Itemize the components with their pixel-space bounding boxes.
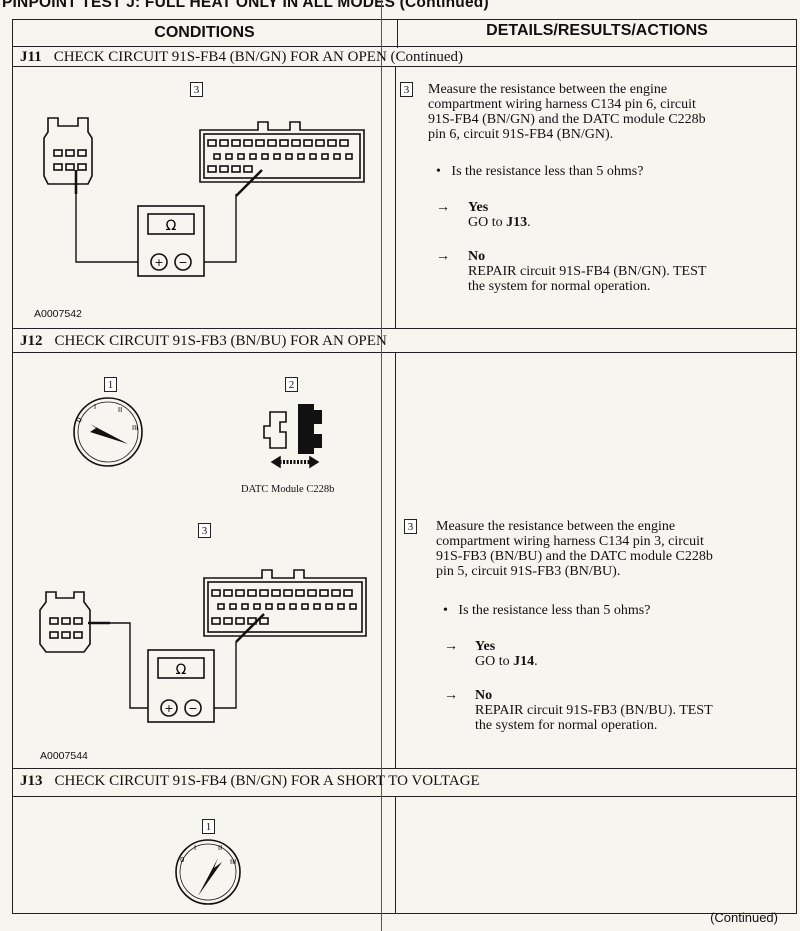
step-title: CHECK CIRCUIT 91S-FB4 (BN/GN) FOR A SHOR… <box>54 773 480 789</box>
no-arrow: → <box>436 249 450 264</box>
meter-minus: − <box>188 702 197 715</box>
j12-yes: Yes GO to J14. <box>475 639 538 669</box>
page-title: PINPOINT TEST J: FULL HEAT ONLY IN ALL M… <box>2 0 489 11</box>
datc-module-connector <box>199 121 365 183</box>
callout-1: 1 <box>104 377 117 392</box>
no-arrow: → <box>444 688 458 703</box>
svg-text:II: II <box>118 406 122 414</box>
j12-no: No REPAIR circuit 91S-FB3 (BN/BU). TEST … <box>475 688 713 733</box>
step-id: J13 <box>20 773 43 789</box>
svg-text:II: II <box>218 844 222 852</box>
j12-diagrams: 0 I II III Ω + − <box>39 397 367 723</box>
callout-1: 1 <box>202 819 215 834</box>
harness-connector-c134 <box>43 117 93 185</box>
step-title: CHECK CIRCUIT 91S-FB4 (BN/GN) FOR AN OPE… <box>53 49 464 65</box>
callout-3: 3 <box>190 82 203 97</box>
j12-top-rule <box>12 328 797 329</box>
j11-yes: Yes GO to J13. <box>468 200 531 230</box>
ignition-switch-icon <box>73 397 143 467</box>
callout-2: 2 <box>285 377 298 392</box>
conditions-header: CONDITIONS <box>154 24 255 41</box>
meter-plus: + <box>154 256 163 269</box>
harness-connector-c134 <box>39 591 91 653</box>
datc-disconnect-icon <box>263 411 287 449</box>
svg-text:I: I <box>94 403 96 411</box>
j11-no: No REPAIR circuit 91S-FB4 (BN/GN). TEST … <box>468 249 707 294</box>
meter-plus: + <box>164 702 173 715</box>
table-frame <box>12 19 797 914</box>
j12-rule <box>12 352 797 353</box>
svg-text:0: 0 <box>75 416 84 424</box>
datc-module-caption: DATC Module C228b <box>241 484 335 495</box>
figure-id: A0007542 <box>34 308 82 320</box>
disconnect-arrow-icon <box>270 455 320 469</box>
j12-heading: J12 CHECK CIRCUIT 91S-FB3 (BN/BU) FOR AN … <box>20 333 387 350</box>
j13-heading: J13 CHECK CIRCUIT 91S-FB4 (BN/GN) FOR A S… <box>20 773 480 790</box>
j13-rule <box>12 796 797 797</box>
datc-module-plug <box>298 404 322 454</box>
j11-meter-diagram: Ω + − <box>43 117 365 277</box>
yes-arrow: → <box>444 639 458 654</box>
ignition-switch-icon: 0 I II III <box>175 839 241 905</box>
svg-text:III: III <box>132 424 138 432</box>
step-title: CHECK CIRCUIT 91S-FB3 (BN/BU) FOR AN OPE… <box>54 333 387 349</box>
svg-text:III: III <box>230 858 236 866</box>
column-divider-head <box>397 19 398 48</box>
j12-instruction: Measure the resistance between the engin… <box>436 519 713 579</box>
svg-text:0: 0 <box>180 856 184 864</box>
svg-text:I: I <box>194 844 196 852</box>
figure-id: A0007544 <box>40 750 88 762</box>
column-divider-j13 <box>395 796 396 914</box>
j12-question: • Is the resistance less than 5 ohms? <box>443 603 651 618</box>
ohmmeter <box>147 649 215 723</box>
ohmmeter <box>137 205 205 277</box>
column-divider-j11 <box>395 66 396 328</box>
j11-instruction: Measure the resistance between the engin… <box>428 82 706 142</box>
callout-3-details: 3 <box>400 82 413 97</box>
callout-3-details: 3 <box>404 519 417 534</box>
j13-top-rule <box>12 768 797 769</box>
meter-ohm-symbol: Ω <box>166 218 177 234</box>
column-divider-j12 <box>395 352 396 768</box>
callout-3: 3 <box>198 523 211 538</box>
j11-heading: J11 CHECK CIRCUIT 91S-FB4 (BN/GN) FOR AN … <box>20 49 463 66</box>
scan-fold-line <box>381 0 382 931</box>
step-id: J12 <box>20 333 43 349</box>
continued-note: (Continued) <box>710 910 778 925</box>
datc-module-connector <box>203 569 367 637</box>
yes-arrow: → <box>436 200 450 215</box>
header-rule <box>12 46 797 47</box>
meter-ohm-symbol: Ω <box>176 662 187 678</box>
j11-rule <box>12 66 797 67</box>
details-header: DETAILS/RESULTS/ACTIONS <box>486 22 708 39</box>
meter-minus: − <box>178 256 187 269</box>
step-id: J11 <box>20 49 42 65</box>
j11-question: • Is the resistance less than 5 ohms? <box>436 164 644 179</box>
